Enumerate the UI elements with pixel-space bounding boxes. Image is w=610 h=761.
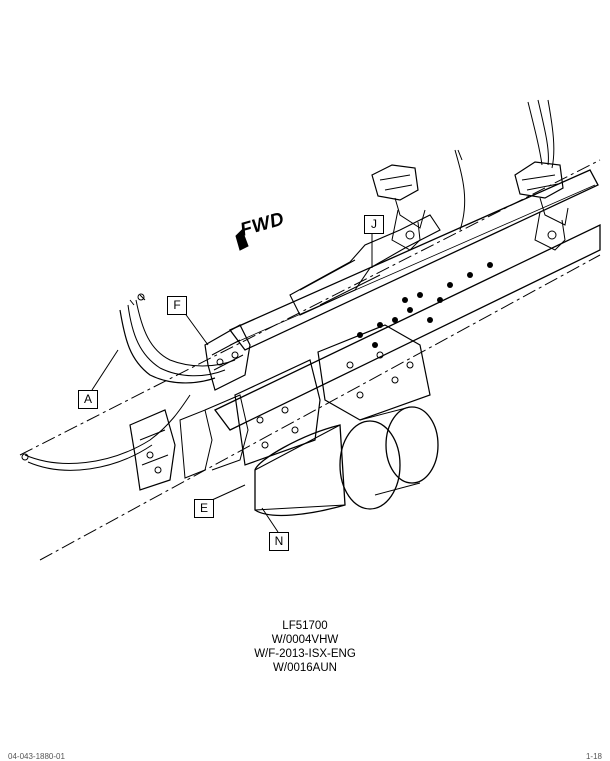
bracket-f — [204, 324, 251, 391]
callout-n: N — [269, 532, 289, 551]
leader-n — [261, 507, 279, 533]
leader-f — [183, 311, 209, 346]
hose-bundle-a — [119, 293, 236, 384]
fwd-arrow — [235, 229, 249, 251]
wire-harness-upper-right — [527, 99, 555, 169]
footer-document-number: 04-043-1880-01 — [8, 752, 65, 761]
caption-line: W/0004VHW — [271, 634, 339, 646]
mounting-plate-right — [317, 324, 431, 421]
air-tank-rear — [359, 406, 439, 496]
hose-lower-left — [24, 394, 191, 464]
caption-line: LF51700 — [282, 620, 328, 632]
frame-rail — [228, 169, 599, 351]
callout-a: A — [78, 390, 98, 409]
caption-line: W/F-2013-ISX-ENG — [254, 648, 356, 660]
callout-e: E — [194, 499, 214, 518]
air-tank-front — [254, 420, 401, 517]
valve-assembly-left — [371, 164, 426, 251]
leader-e — [211, 484, 246, 501]
leader-a — [91, 349, 119, 391]
mounting-plate — [234, 359, 321, 466]
figure-caption: LF51700 W/0004VHW W/F-2013-ISX-ENG W/001… — [0, 619, 610, 675]
caption-line: W/0016AUN — [273, 662, 337, 674]
bracket-e — [129, 394, 249, 491]
rail-bolt-holes — [357, 262, 493, 348]
footer-page-number: 1-18 — [585, 752, 602, 761]
callout-j: J — [364, 215, 384, 234]
valve-assembly-right — [514, 161, 569, 251]
callout-f: F — [167, 296, 187, 315]
upper-crossmember — [289, 214, 441, 316]
frame-rail-centerline-upper — [19, 159, 601, 456]
frame-rail-centerline-lower — [39, 254, 601, 561]
